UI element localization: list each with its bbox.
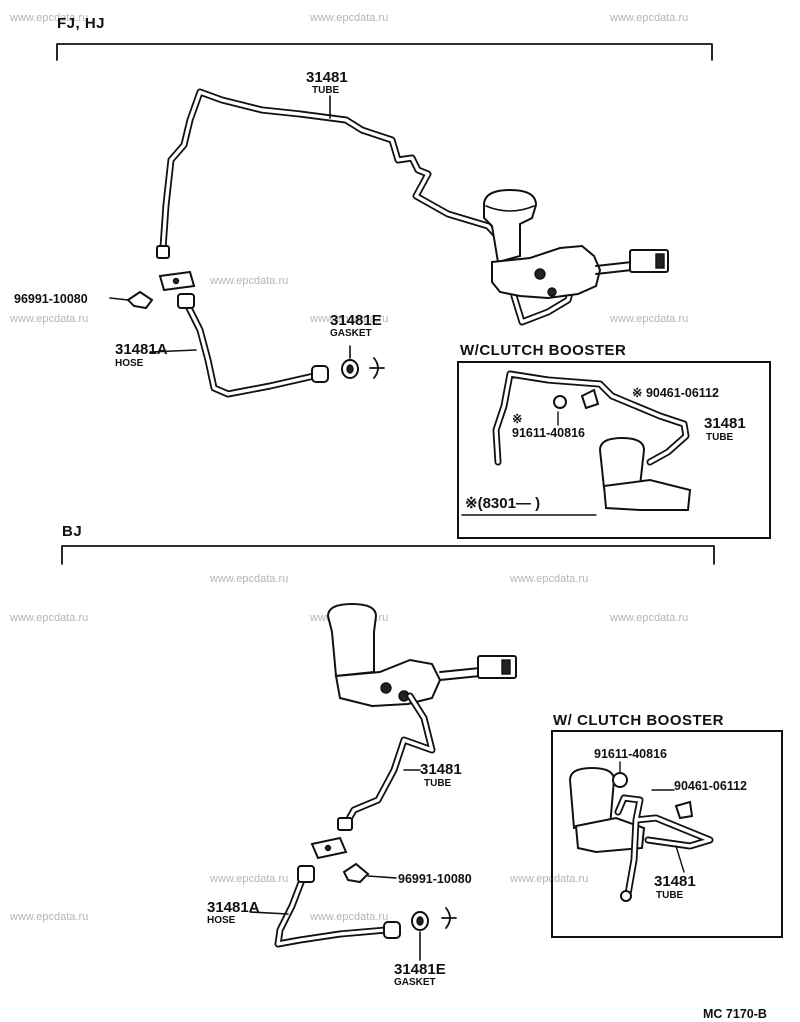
reservoir-bottom: [326, 602, 378, 678]
tube-end-fitting: [156, 245, 170, 259]
section-bracket-top: [56, 43, 713, 61]
label-tube-name-top: TUBE: [312, 85, 340, 96]
booster-frame-top: [457, 361, 771, 539]
label-hose-name-bottom: HOSE: [207, 915, 236, 926]
booster-tube-name-top: TUBE: [706, 432, 734, 443]
booster-title-top: W/CLUTCH BOOSTER: [460, 342, 626, 359]
watermark-8: www.epcdata.ru: [609, 313, 688, 325]
watermark-2: www.epcdata.ru: [309, 12, 388, 24]
watermark-11: www.epcdata.ru: [9, 612, 88, 624]
label-tube-number-bottom: 31481: [420, 761, 462, 778]
booster-bolt-number-bottom: 91611-40816: [594, 747, 667, 761]
watermark-13: www.epcdata.ru: [609, 612, 688, 624]
watermark-10: www.epcdata.ru: [509, 573, 588, 585]
watermark-14: www.epcdata.ru: [209, 873, 288, 885]
booster-note-top: ※(8301— ): [465, 495, 540, 512]
section-bj: BJ 31481 TUBE 96991-10080: [61, 523, 715, 988]
label-tube-number-top: 31481: [306, 69, 348, 86]
label-gasket-number-top: 31481E: [330, 312, 382, 329]
booster-inset-top: W/CLUTCH BOOSTER ※ 90461-06112 ※ 91611-4…: [457, 342, 771, 539]
booster-title-bottom: W/ CLUTCH BOOSTER: [553, 712, 724, 729]
watermark-9: www.epcdata.ru: [209, 573, 288, 585]
booster-tube-number-top: 31481: [704, 415, 746, 432]
label-hose-number-bottom: 31481A: [207, 899, 260, 916]
booster-bolt-number-top: 91611-40816: [512, 426, 585, 440]
booster-tube-name-bottom: TUBE: [656, 890, 684, 901]
booster-clip-number-bottom: 90461-06112: [674, 779, 747, 793]
label-tube-name-bottom: TUBE: [424, 778, 452, 789]
watermark-4: www.epcdata.ru: [209, 275, 288, 287]
watermark-1: www.epcdata.ru: [9, 12, 88, 24]
label-gasket-number-bottom: 31481E: [394, 961, 446, 978]
page-code: MC 7170-B: [703, 1007, 767, 1021]
section-title-fj-hj: FJ, HJ: [57, 15, 105, 32]
section-fj-hj: FJ, HJ 96991-10080: [14, 15, 713, 398]
booster-body-bottom: [574, 816, 646, 854]
booster-clip-number-top: ※ 90461-06112: [632, 386, 719, 400]
watermark-7: www.epcdata.ru: [309, 313, 388, 325]
watermark-17: www.epcdata.ru: [309, 911, 388, 923]
master-cylinder-top: [483, 188, 669, 300]
section-title-bj: BJ: [62, 523, 82, 540]
hose-31481a-bottom: 31481A HOSE: [207, 865, 401, 948]
booster-inset-bottom: W/ CLUTCH BOOSTER 91611-40816 90461-0611…: [551, 712, 783, 938]
watermark-16: www.epcdata.ru: [9, 911, 88, 923]
reservoir: [483, 188, 538, 264]
watermark-15: www.epcdata.ru: [509, 873, 588, 885]
booster-reservoir-top: [598, 436, 646, 490]
label-hose-number-top: 31481A: [115, 341, 168, 358]
watermark-3: www.epcdata.ru: [609, 12, 688, 24]
cylinder-body: [491, 244, 602, 300]
master-cylinder-bottom: [326, 602, 517, 708]
label-gasket-name-bottom: GASKET: [394, 977, 436, 988]
tube-31481-top: [156, 88, 576, 326]
hose-31481a-top: 31481A HOSE: [115, 293, 329, 398]
gasket-31481e-top: 31481E GASKET: [330, 312, 385, 379]
tube-31481-bottom: [337, 692, 436, 831]
booster-frame-bottom: [551, 730, 783, 938]
section-bracket-bottom: [61, 545, 715, 565]
label-clip-96991-top: 96991-10080: [14, 292, 88, 306]
booster-body-top: [602, 478, 692, 511]
label-clip-96991-bottom: 96991-10080: [398, 872, 472, 886]
label-hose-name-top: HOSE: [115, 358, 144, 369]
watermarks: www.epcdata.ru www.epcdata.ru www.epcdat…: [9, 12, 688, 923]
clip-96991-top: 96991-10080: [14, 290, 154, 310]
label-gasket-name-top: GASKET: [330, 328, 372, 339]
booster-tube-number-bottom: 31481: [654, 873, 696, 890]
booster-bolt-mark-top: ※: [512, 412, 522, 426]
watermark-6: www.epcdata.ru: [9, 313, 88, 325]
